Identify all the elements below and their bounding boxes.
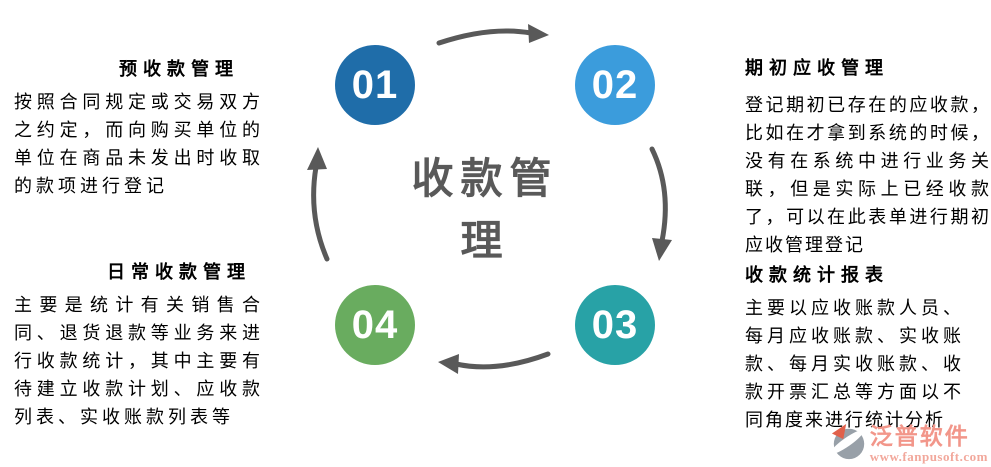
section-advance-payment: 预收款管理 按照合同规定或交易双方之约定，而向购买单位的单位在商品未发出时收取的… xyxy=(14,58,264,200)
step-badge-01: 01 xyxy=(335,45,415,125)
section-description-advance-payment: 按照合同规定或交易双方之约定，而向购买单位的单位在商品未发出时收取的款项进行登记 xyxy=(14,92,264,196)
section-title-advance-payment: 预收款管理 xyxy=(119,59,239,79)
watermark: 泛普软件 www.fanpusoft.com xyxy=(830,423,988,464)
step-badge-03: 03 xyxy=(575,285,655,365)
watermark-brand: 泛普软件 xyxy=(869,423,970,449)
section-daily-collection: 日常收款管理 主要是统计有关销售合同、退货退款等业务来进行收款统计，其中主要有待… xyxy=(14,261,264,431)
fanpu-logo-icon xyxy=(830,423,864,460)
flow-arrow-up-icon xyxy=(307,147,330,262)
flow-arrow-right-icon xyxy=(436,24,549,46)
section-statistics-report: 收款统计报表 主要以应收账款人员、每月应收账款、实收账款、每月实收账款、收款开票… xyxy=(745,264,963,434)
section-description-initial-receivable: 登记期初已存在的应收款，比如在才拿到系统的时候，没有在系统中进行业务关联，但是实… xyxy=(745,95,991,255)
section-description-statistics-report: 主要以应收账款人员、每月应收账款、实收账款、每月实收账款、收款开票汇总等方面以不… xyxy=(745,298,963,430)
section-title-initial-receivable: 期初应收管理 xyxy=(745,58,889,78)
section-description-daily-collection: 主要是统计有关销售合同、退货退款等业务来进行收款统计，其中主要有待建立收款计划、… xyxy=(14,295,264,427)
flow-arrow-left-icon xyxy=(438,351,551,374)
diagram-center-title: 收款管理 xyxy=(411,155,559,264)
step-badge-04: 04 xyxy=(335,285,415,365)
step-badge-02: 02 xyxy=(575,45,655,125)
watermark-url: www.fanpusoft.com xyxy=(869,449,988,464)
flow-arrow-down-icon xyxy=(649,146,672,261)
section-initial-receivable: 期初应收管理 登记期初已存在的应收款，比如在才拿到系统的时候，没有在系统中进行业… xyxy=(745,57,991,259)
section-title-statistics-report: 收款统计报表 xyxy=(745,265,889,285)
section-title-daily-collection: 日常收款管理 xyxy=(107,262,251,282)
